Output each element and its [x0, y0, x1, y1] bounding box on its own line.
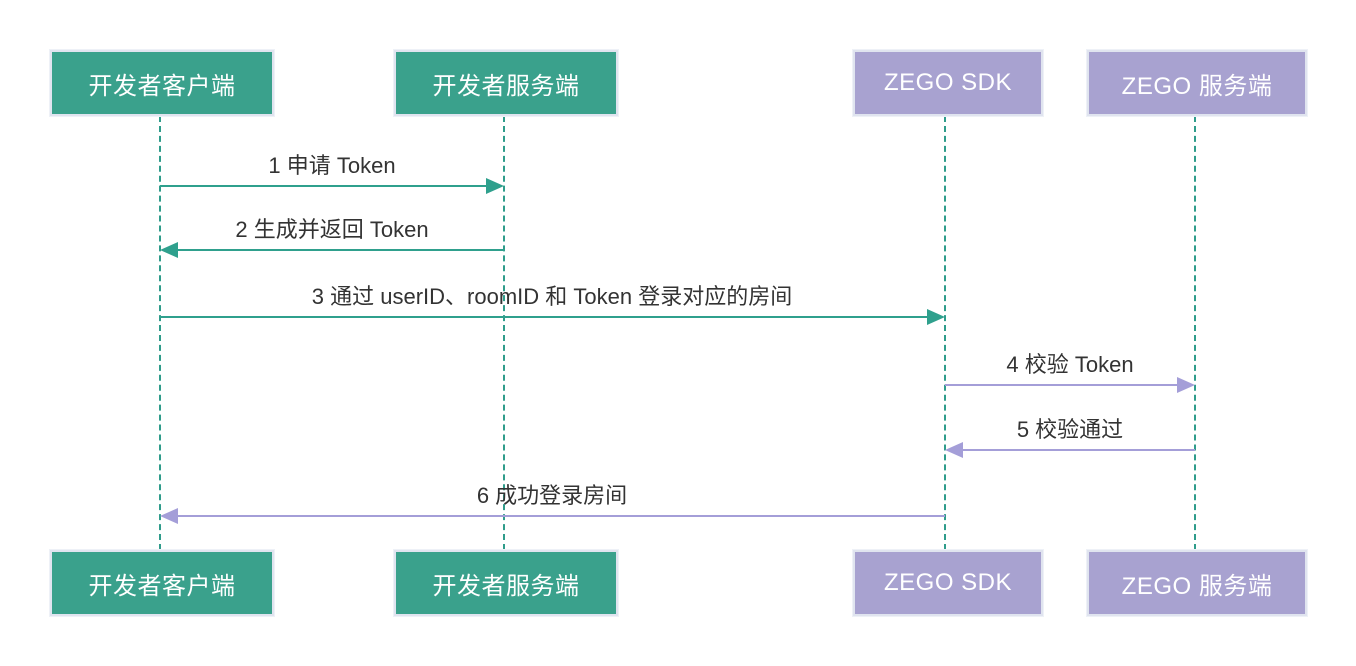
message-3-label: 3 通过 userID、roomID 和 Token 登录对应的房间 [311, 284, 793, 309]
actor-label: 开发者客户端 [88, 572, 236, 600]
message-2-arrowhead-left-icon [160, 242, 178, 258]
message-1-arrowhead-right-icon [486, 178, 504, 194]
lifeline-zego-sdk [944, 116, 946, 550]
message-4-label: 4 校验 Token [1006, 352, 1134, 377]
message-1-line [160, 185, 488, 187]
message-5-label: 5 校验通过 [1016, 417, 1124, 442]
message-5-arrowhead-left-icon [945, 442, 963, 458]
actor-top-developer-server: 开发者服务端 [394, 50, 618, 116]
message-3-arrowhead-right-icon [927, 309, 945, 325]
actor-label: ZEGO SDK [883, 569, 1013, 596]
message-2-line [176, 249, 504, 251]
lifeline-developer-client [159, 116, 161, 550]
message-6-label: 6 成功登录房间 [476, 483, 628, 508]
message-3-line [160, 316, 929, 318]
actor-label: ZEGO 服务端 [1121, 572, 1273, 600]
message-4-line [945, 384, 1179, 386]
actor-label: ZEGO 服务端 [1121, 72, 1273, 100]
actor-label: 开发者客户端 [88, 72, 236, 100]
actor-label: 开发者服务端 [432, 72, 580, 100]
actor-bottom-developer-client: 开发者客户端 [50, 550, 274, 616]
message-1-label: 1 申请 Token [268, 153, 396, 178]
message-4-arrowhead-right-icon [1177, 377, 1195, 393]
actor-top-developer-client: 开发者客户端 [50, 50, 274, 116]
message-6-arrowhead-left-icon [160, 508, 178, 524]
actor-bottom-developer-server: 开发者服务端 [394, 550, 618, 616]
message-6-line [176, 515, 945, 517]
actor-bottom-zego-sdk: ZEGO SDK [853, 550, 1043, 616]
lifeline-zego-server [1194, 116, 1196, 550]
actor-bottom-zego-server: ZEGO 服务端 [1087, 550, 1307, 616]
message-2-label: 2 生成并返回 Token [235, 217, 429, 242]
actor-top-zego-server: ZEGO 服务端 [1087, 50, 1307, 116]
lifeline-developer-server [503, 116, 505, 550]
message-5-line [961, 449, 1195, 451]
actor-label: 开发者服务端 [432, 572, 580, 600]
actor-label: ZEGO SDK [883, 69, 1013, 96]
actor-top-zego-sdk: ZEGO SDK [853, 50, 1043, 116]
